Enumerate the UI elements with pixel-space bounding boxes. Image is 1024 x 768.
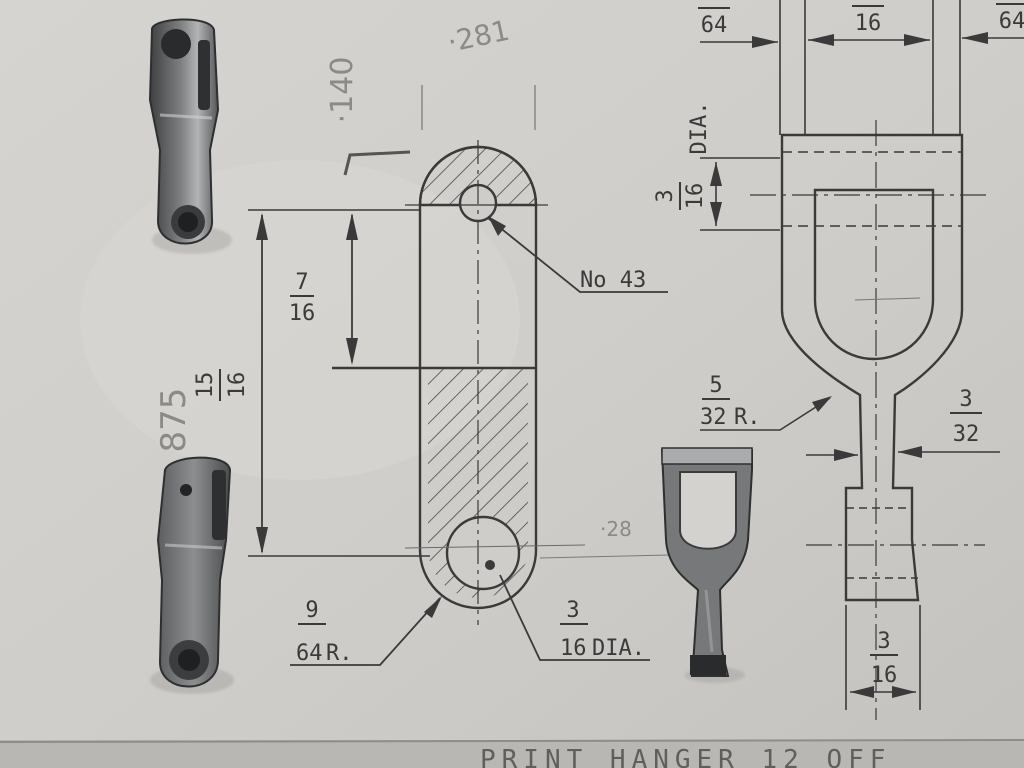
arrow-top-mid-left: [808, 34, 834, 46]
radius-suffix: R.: [326, 641, 353, 666]
pencil-note-a: ·140: [325, 57, 360, 124]
link-top-hole-steel: [161, 29, 191, 59]
arrow-top-right: [962, 32, 988, 44]
top-left-den: 64: [701, 13, 728, 38]
arrow-stem-left: [834, 449, 858, 461]
dim-end-radius: 9 64 R.: [296, 598, 353, 666]
fillet-frac: 5 32 R.: [700, 373, 761, 430]
fillet-num: 5: [709, 373, 722, 398]
dim-total-den: 16: [225, 372, 250, 399]
arrow-drill: [488, 216, 506, 236]
pencil-note-side: 875: [154, 388, 194, 453]
fork-outline: [780, 133, 964, 602]
steel-link-bottom: [150, 456, 234, 694]
arrow-fillet: [812, 396, 832, 412]
pencil-mark-fork: [854, 297, 921, 301]
dim-upper-num: 7: [295, 270, 308, 295]
paper-bottom-edge: [0, 740, 1024, 768]
steel-fork: [660, 447, 753, 683]
arrow-upper-bottom: [346, 338, 358, 365]
fork-drawing: [700, 0, 1024, 720]
top-mid-den: 16: [855, 11, 882, 36]
dim-total-len: 15 16: [193, 369, 250, 401]
arrow-dia-bottom: [710, 202, 722, 226]
arrow-dia-top: [710, 162, 722, 186]
arrow-upper-top: [346, 213, 358, 240]
radius-num: 9: [305, 598, 318, 623]
leader-drill: [487, 217, 668, 293]
pencil-note-side-group: 875: [154, 388, 194, 453]
hole-suffix: DIA.: [592, 636, 645, 661]
tail-frac: 3 16: [870, 629, 898, 688]
fork-steel-slot: [679, 471, 737, 550]
tail-num: 3: [877, 629, 890, 654]
arrow-stem-right: [898, 446, 922, 458]
stem-num: 3: [959, 387, 972, 412]
link-bottom-slot: [212, 470, 226, 540]
top-right-den: 64: [999, 9, 1024, 34]
fork-tail-slot: [690, 655, 726, 675]
pencil-note-a-group: ·140: [325, 57, 360, 124]
dim-hole: 3 16 DIA.: [560, 598, 645, 661]
arrow-top-mid-right: [904, 34, 930, 46]
arrow-total-top: [256, 213, 268, 240]
arrow-tail-right: [892, 686, 916, 698]
slot-num: 3: [653, 189, 678, 202]
dia-label-group: DIA.: [687, 102, 712, 155]
stem-den: 32: [953, 422, 980, 447]
arrow-tail-left: [850, 686, 874, 698]
fork-slot: [813, 188, 935, 361]
drill-note: No 43: [580, 268, 646, 293]
dim-upper-len: 7 16: [289, 270, 316, 326]
arrow-radius: [424, 596, 442, 618]
arrow-top-left: [752, 36, 778, 48]
link-drawing: [248, 140, 671, 666]
dim-total-num: 15: [193, 372, 218, 399]
link-center-mark: [485, 560, 495, 570]
arrow-total-bottom: [256, 527, 268, 554]
pencil-stroke-top: [343, 150, 411, 176]
pencil-line-right: [539, 554, 671, 559]
hole-num: 3: [566, 598, 579, 623]
tail-den: 16: [871, 663, 898, 688]
pencil-line-bottom: [404, 544, 586, 549]
fillet-den: 32: [700, 405, 727, 430]
leader-fillet: [700, 397, 831, 431]
link-arrowheads: [256, 213, 506, 618]
leader-radius: [290, 597, 441, 666]
leader-hole: [499, 574, 650, 661]
title-partial: PRINT HANGER 12 OFF: [480, 745, 891, 768]
pencil-note-right: ·28: [600, 517, 632, 541]
radius-den: 64: [296, 641, 323, 666]
fillet-suffix: R.: [734, 405, 761, 430]
link-bottom-hole: [445, 515, 521, 591]
stem-frac: 3 32: [950, 387, 982, 447]
link-top-slot: [198, 40, 210, 110]
hole-den: 16: [560, 636, 587, 661]
steel-link-top: [148, 18, 232, 254]
fork-top-face: [661, 447, 753, 465]
slot-den: 16: [683, 183, 708, 210]
slot-frac: 3 16: [653, 182, 708, 210]
dim-upper-den: 16: [289, 301, 316, 326]
link-bottom-pin-hole: [180, 484, 192, 496]
dia-label: DIA.: [687, 102, 712, 155]
fork-arrowheads: [710, 32, 988, 698]
link-outline: [418, 145, 538, 610]
paper-fold-line: [0, 739, 1024, 743]
